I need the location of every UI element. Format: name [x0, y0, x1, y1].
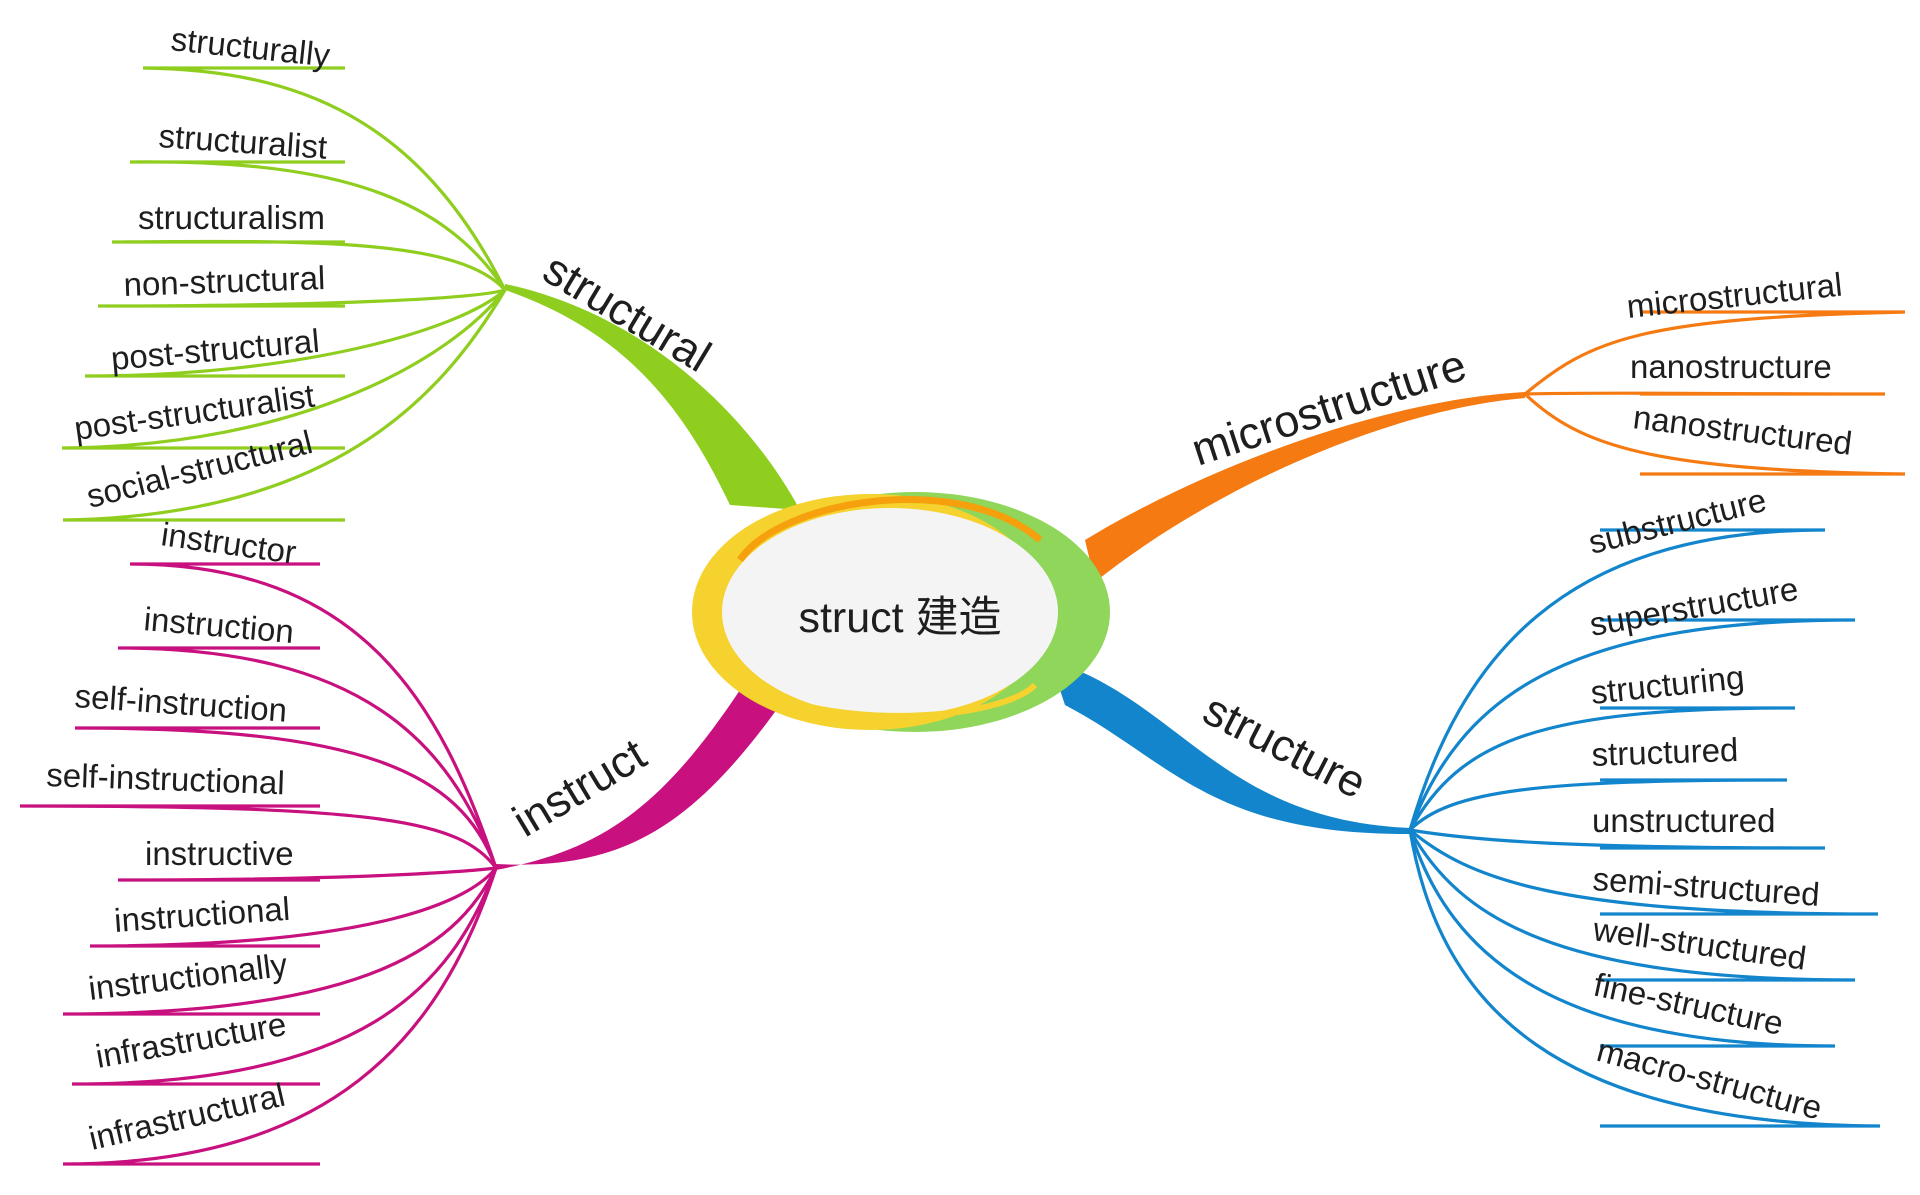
leaf-label[interactable]: nanostructured [1631, 398, 1854, 462]
leaf-line [1524, 391, 1886, 396]
center-swoosh-orange [737, 496, 1043, 563]
leaf-line [129, 160, 507, 291]
center-swoosh-orange-bottom [758, 682, 1038, 719]
branch-structure-ribbon [1050, 660, 1410, 835]
leaf-label[interactable]: instructionally [86, 946, 289, 1007]
leaf-line [19, 804, 498, 869]
microstructure-leaf-lines [1523, 310, 1906, 476]
leaf-line [97, 288, 506, 308]
leaf-line [1408, 828, 1879, 916]
leaf-line [71, 867, 498, 1086]
structural-leaf-labels: structurally structuralist structuralism… [72, 20, 332, 515]
leaf-line [1408, 778, 1788, 832]
leaf-label[interactable]: instructional [113, 890, 291, 939]
center-node[interactable]: struct 建造 [692, 492, 1110, 732]
leaf-label[interactable]: superstructure [1587, 570, 1801, 643]
leaf-line [1408, 829, 1836, 1048]
leaf-label[interactable]: structuralist [158, 117, 329, 166]
instruct-leaf-lines [19, 562, 498, 1166]
leaf-line [1523, 392, 1906, 476]
leaf-label[interactable]: nanostructure [1630, 348, 1832, 385]
center-fill [722, 508, 1058, 716]
leaf-label[interactable]: structurally [169, 20, 332, 74]
leaf-line [62, 867, 498, 1016]
leaf-line [1409, 828, 1826, 850]
leaf-line [89, 866, 498, 948]
leaf-label[interactable]: well-structured [1590, 910, 1809, 977]
leaf-line [129, 562, 498, 869]
structural-leaf-lines [61, 66, 507, 522]
leaf-label[interactable]: non-structural [123, 259, 326, 303]
instruct-leaf-labels: instructor instruction self-instruction … [46, 515, 299, 1157]
leaf-label[interactable]: instruction [142, 600, 295, 650]
leaf-line [142, 66, 507, 291]
leaf-label[interactable]: post-structural [109, 322, 321, 377]
leaf-label[interactable]: semi-structured [1592, 860, 1821, 913]
microstructure-leaf-labels: microstructural nanostructure nanostruct… [1625, 266, 1854, 462]
leaf-line [111, 239, 507, 292]
leaf-line [1523, 310, 1906, 396]
leaf-line [84, 288, 507, 378]
leaf-label[interactable]: structuralism [138, 199, 325, 236]
leaf-line [1408, 618, 1856, 831]
leaf-line [1408, 829, 1856, 982]
structure-leaf-labels: substructure superstructure structuring … [1585, 481, 1826, 1127]
center-label: struct 建造 [798, 594, 1001, 642]
leaf-line [117, 646, 498, 869]
leaf-line [62, 867, 498, 1166]
leaf-label[interactable]: infrastructural [85, 1076, 288, 1157]
leaf-line [62, 289, 507, 522]
leaf-line [117, 866, 497, 882]
leaf-label[interactable]: unstructured [1592, 802, 1775, 839]
branch-instruct-ribbon [496, 690, 780, 870]
leaf-label[interactable]: structuring [1589, 658, 1746, 711]
leaf-label[interactable]: substructure [1585, 481, 1770, 561]
leaf-line [1408, 528, 1826, 831]
leaf-label[interactable]: structured [1591, 731, 1739, 773]
leaf-line [1408, 829, 1881, 1128]
leaf-label[interactable]: instructive [145, 835, 294, 872]
leaf-line [61, 289, 507, 450]
leaf-label[interactable]: self-instruction [74, 677, 289, 729]
leaf-line [1408, 706, 1796, 831]
leaf-label[interactable]: self-instructional [46, 756, 286, 801]
structure-leaf-lines [1408, 528, 1881, 1128]
leaf-line [74, 726, 498, 869]
branch-structural-ribbon [505, 284, 800, 510]
